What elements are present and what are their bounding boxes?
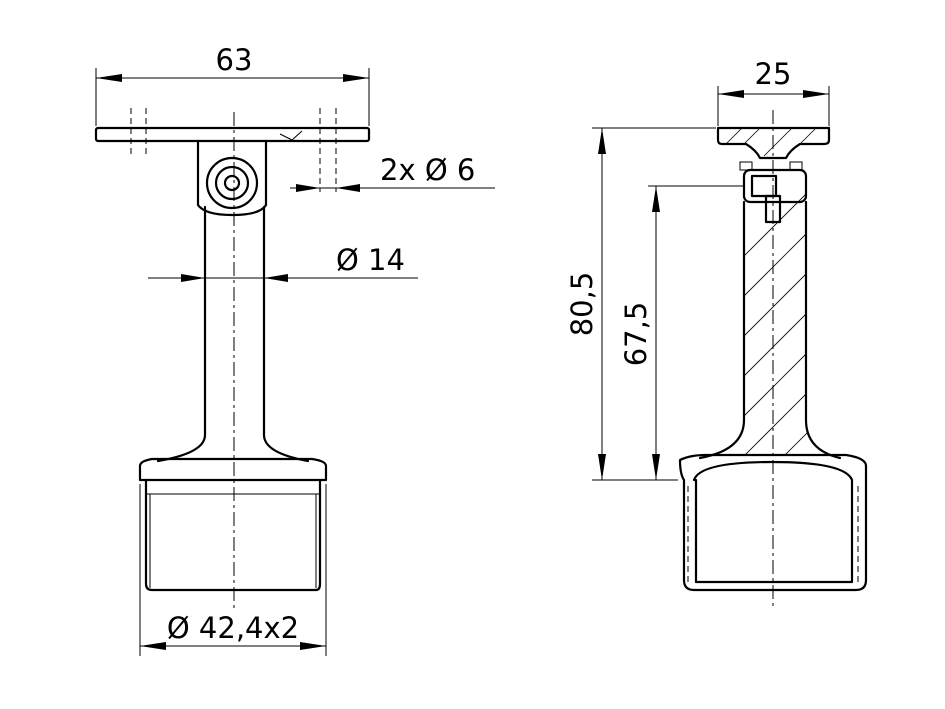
plate-detail bbox=[279, 130, 303, 141]
pivot-bolt-hole bbox=[223, 174, 241, 192]
side-bolt-detail bbox=[739, 161, 753, 171]
dim-total-height-label: 80,5 bbox=[565, 272, 599, 337]
dim-tube: Ø 42,4x2 bbox=[139, 484, 327, 656]
dim-axis-height: 67,5 bbox=[619, 185, 744, 480]
dim-holes-label: 2x Ø 6 bbox=[380, 153, 475, 187]
stem-right bbox=[262, 205, 310, 463]
dim-total-height: 80,5 bbox=[565, 127, 716, 481]
side-bolt-head bbox=[750, 174, 778, 198]
dim-tube-label: Ø 42,4x2 bbox=[167, 611, 299, 645]
side-stem-right bbox=[804, 200, 842, 460]
dim-axis-height-label: 67,5 bbox=[619, 302, 653, 367]
pivot-lug bbox=[196, 139, 268, 217]
side-view bbox=[678, 110, 868, 608]
side-cap bbox=[678, 453, 868, 592]
pivot-joint bbox=[205, 156, 259, 210]
stem-left bbox=[156, 205, 207, 463]
dim-side-width: 25 bbox=[717, 57, 830, 126]
pivot-bolt bbox=[214, 165, 250, 201]
side-bolt-detail bbox=[789, 161, 803, 171]
front-view bbox=[94, 108, 371, 612]
dim-side-width-label: 25 bbox=[755, 57, 792, 91]
dim-top-width: 63 bbox=[95, 43, 370, 126]
dim-holes: 2x Ø 6 bbox=[290, 153, 495, 192]
plate-hatch bbox=[725, 127, 817, 157]
cap-collar bbox=[138, 457, 328, 482]
side-cap-inner bbox=[692, 460, 854, 584]
dim-stem-label: Ø 14 bbox=[336, 243, 405, 277]
dim-stem: Ø 14 bbox=[148, 243, 418, 282]
side-stem-left bbox=[698, 200, 746, 460]
mounting-plate bbox=[94, 126, 371, 143]
side-plate bbox=[716, 126, 831, 160]
dim-top-width-label: 63 bbox=[216, 43, 253, 77]
tube-insert bbox=[144, 478, 322, 592]
